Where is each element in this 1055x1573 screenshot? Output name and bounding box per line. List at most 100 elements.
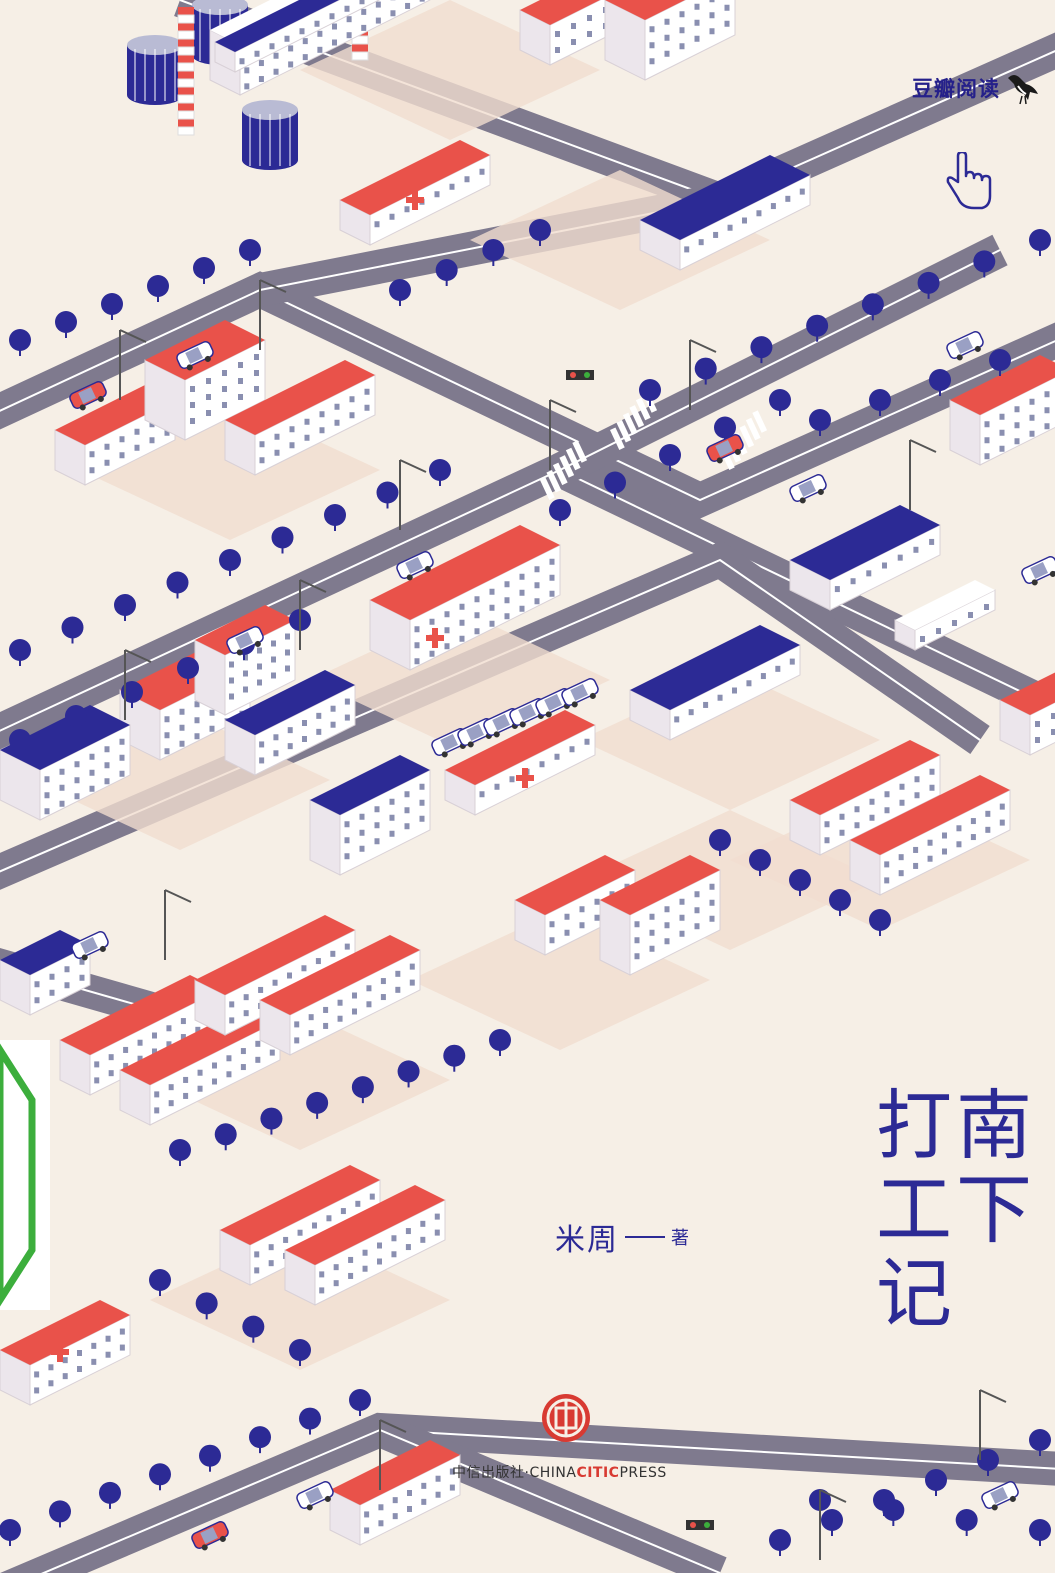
tree xyxy=(482,239,505,266)
church xyxy=(444,710,596,816)
citic-logo-icon xyxy=(542,1394,590,1442)
tree xyxy=(829,889,851,916)
tree xyxy=(149,1463,171,1491)
tree xyxy=(529,219,551,246)
church xyxy=(339,140,491,246)
building xyxy=(999,672,1055,756)
street-lamp xyxy=(119,329,147,400)
tree xyxy=(1029,1429,1051,1456)
car xyxy=(706,434,744,464)
tree xyxy=(9,639,31,666)
bird-icon xyxy=(1008,75,1038,105)
red-cross-icon xyxy=(51,1342,69,1362)
tree xyxy=(114,594,136,621)
car xyxy=(561,678,599,708)
tree xyxy=(242,1315,265,1343)
tree xyxy=(169,1139,191,1166)
crosswalk-stripe xyxy=(739,425,755,448)
tree xyxy=(809,409,831,436)
tree xyxy=(925,1469,947,1496)
publisher-en-post: PRESS xyxy=(619,1465,667,1481)
brand-name: 豆瓣阅读 xyxy=(912,77,1000,101)
street-lamp xyxy=(819,1489,847,1560)
tree xyxy=(324,504,346,531)
car xyxy=(396,551,434,581)
traffic-light-icon xyxy=(686,1520,714,1530)
tree xyxy=(61,616,84,644)
tree xyxy=(389,279,411,306)
author-line: 米周 著 xyxy=(555,1215,689,1259)
tree xyxy=(709,829,731,856)
crosswalk-stripe xyxy=(552,462,568,486)
tree xyxy=(219,549,241,576)
tree xyxy=(9,329,31,356)
car xyxy=(981,1481,1019,1511)
crosswalk-stripe xyxy=(540,477,555,500)
tree xyxy=(199,1444,221,1472)
tree xyxy=(101,293,123,320)
tree xyxy=(289,1339,311,1366)
crosswalk-stripe xyxy=(572,440,588,463)
tree xyxy=(869,389,891,416)
author-dash xyxy=(625,1236,665,1238)
tree xyxy=(397,1060,420,1088)
building xyxy=(789,740,941,856)
tree xyxy=(166,571,189,599)
street-lamp xyxy=(909,439,937,510)
building xyxy=(604,0,736,81)
train xyxy=(894,580,996,651)
tree xyxy=(917,271,940,299)
tree xyxy=(306,1091,329,1119)
traffic-light-icon xyxy=(566,370,594,380)
car xyxy=(789,474,827,504)
building xyxy=(259,935,421,1056)
building xyxy=(284,1185,446,1306)
title-line-1: 南下 xyxy=(943,1085,1032,1253)
publisher-name: 中信出版社·CHINACITICPRESS xyxy=(452,1462,667,1482)
red-cross-icon xyxy=(406,190,424,210)
car xyxy=(1021,556,1055,586)
street-lamp xyxy=(399,459,427,530)
crosswalk-stripe xyxy=(635,397,651,421)
author-name: 米周 xyxy=(555,1223,619,1258)
tree xyxy=(435,259,458,286)
tree xyxy=(989,349,1011,376)
tree xyxy=(973,250,996,278)
tree xyxy=(376,481,399,509)
office xyxy=(629,625,801,741)
tree xyxy=(443,1044,466,1072)
car xyxy=(296,1481,334,1511)
tree xyxy=(177,657,199,684)
publisher-sep: · xyxy=(524,1465,530,1481)
tree xyxy=(929,369,951,396)
tree xyxy=(149,1269,171,1296)
tree xyxy=(861,293,884,321)
tree xyxy=(193,257,215,284)
street-lamp xyxy=(124,649,152,720)
storage-tank xyxy=(242,100,298,170)
tree xyxy=(977,1449,999,1476)
tree xyxy=(214,1123,237,1151)
title-line-2: 打工记 xyxy=(863,1085,952,1337)
tree xyxy=(271,526,294,554)
building xyxy=(849,775,1011,896)
tree xyxy=(55,311,77,338)
tree xyxy=(769,389,791,416)
tree xyxy=(99,1481,121,1509)
tree xyxy=(955,1509,978,1536)
car xyxy=(69,381,107,411)
pointing-hand-icon xyxy=(946,152,992,210)
tree xyxy=(249,1426,271,1454)
building xyxy=(329,1440,461,1546)
tree xyxy=(750,336,773,364)
tree xyxy=(121,681,143,708)
tree xyxy=(49,1500,71,1528)
street-lamp xyxy=(689,339,717,410)
building xyxy=(309,755,431,876)
car xyxy=(946,331,984,361)
street-lamp xyxy=(299,579,327,650)
street-lamp xyxy=(259,279,287,350)
street-lamp xyxy=(379,1419,407,1490)
crosswalk-stripe xyxy=(745,417,761,441)
